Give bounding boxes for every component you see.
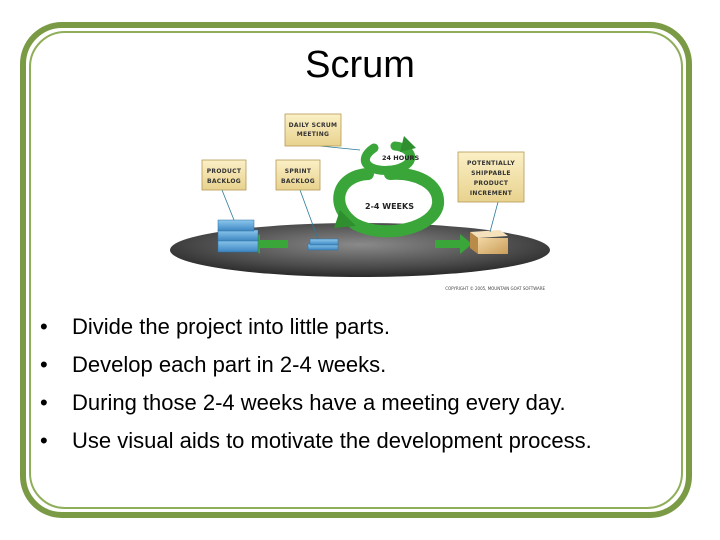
increment-label-4: INCREMENT [470, 190, 513, 197]
product-backlog-note: PRODUCT BACKLOG [201, 159, 247, 191]
product-backlog-stack [217, 219, 259, 253]
weeks-label: 2-4 WEEKS [365, 202, 414, 211]
bullet-dot: • [40, 428, 48, 453]
diagram-copyright: COPYRIGHT © 2005, MOUNTAIN GOAT SOFTWARE [445, 286, 545, 291]
bullet-list: • Divide the project into little parts. •… [40, 308, 700, 460]
product-increment-note: POTENTIALLY SHIPPABLE PRODUCT INCREMENT [457, 151, 525, 203]
product-backlog-label-1: PRODUCT [207, 168, 242, 175]
bullet-dot: • [40, 314, 48, 339]
callout-connectors [221, 145, 499, 240]
bullet-text: Develop each part in 2-4 weeks. [72, 352, 387, 377]
sprint-backlog-note: SPRINT BACKLOG [275, 159, 321, 191]
flow-arrow-right [435, 234, 472, 254]
increment-label-3: PRODUCT [474, 180, 509, 187]
bullet-dot: • [40, 390, 48, 415]
cycle-arrowhead [334, 210, 356, 228]
bullet-item: • Develop each part in 2-4 weeks. [40, 346, 700, 384]
sprint-cycle-arrow [333, 141, 444, 238]
bullet-text: Use visual aids to motivate the developm… [72, 428, 592, 453]
hours-label: 24 HOURS [382, 154, 420, 162]
sprint-backlog-label-1: SPRINT [285, 168, 312, 175]
sprint-backlog-stack [307, 238, 339, 251]
bullet-item: • Use visual aids to motivate the develop… [40, 422, 700, 460]
product-increment-box [470, 230, 508, 254]
bullet-text: During those 2-4 weeks have a meeting ev… [72, 390, 566, 415]
sprint-backlog-label-2: BACKLOG [281, 178, 315, 185]
platform-disc [170, 223, 550, 277]
slide-frame-outer [20, 22, 692, 518]
slide-frame-inner [29, 31, 683, 509]
bullet-dot: • [40, 352, 48, 377]
daily-scrum-label-2: MEETING [297, 131, 330, 138]
daily-scrum-label-1: DAILY SCRUM [289, 122, 338, 129]
bullet-item: • Divide the project into little parts. [40, 308, 700, 346]
daily-scrum-meeting-note: DAILY SCRUM MEETING [284, 113, 342, 147]
increment-label-1: POTENTIALLY [467, 160, 515, 167]
product-backlog-label-2: BACKLOG [207, 178, 241, 185]
bullet-text: Divide the project into little parts. [72, 314, 390, 339]
bullet-item: • During those 2-4 weeks have a meeting e… [40, 384, 700, 422]
daily-arrowhead [400, 136, 416, 152]
scrum-process-diagram: DAILY SCRUM MEETING PRODUCT BACKLOG SPRI… [170, 113, 550, 291]
increment-label-2: SHIPPABLE [471, 170, 511, 177]
slide-title: Scrum [305, 44, 415, 86]
